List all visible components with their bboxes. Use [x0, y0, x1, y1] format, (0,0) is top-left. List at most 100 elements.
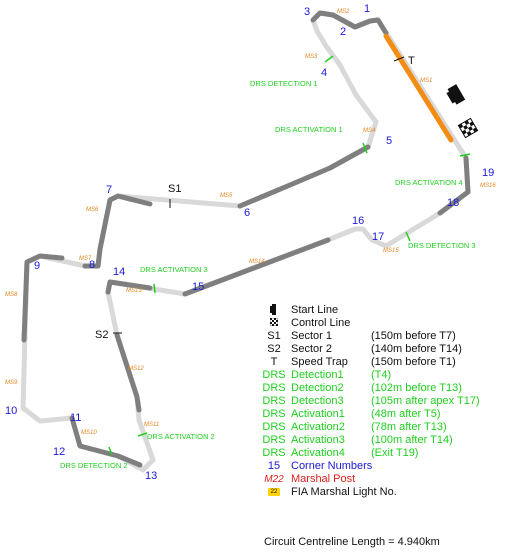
- legend-label: Activation1: [291, 408, 345, 420]
- marshal-post-15: MS15: [383, 248, 399, 254]
- corner-14: 14: [113, 266, 125, 278]
- marshal-post-10: MS10: [81, 430, 97, 436]
- drs-detection-2-label: DRS DETECTION 2: [60, 461, 128, 470]
- legend-symbol: 15: [267, 460, 281, 472]
- drs-activation-2-label: DRS ACTIVATION 2: [147, 432, 215, 441]
- corner-8: 8: [89, 259, 95, 271]
- legend-label: Activation2: [291, 421, 345, 433]
- track-dark-4: [21, 253, 65, 343]
- circuit-length: Circuit Centreline Length = 4.940km: [264, 536, 440, 548]
- marshal-post-12: MS12: [128, 366, 144, 372]
- drs-detection-3-label: DRS DETECTION 3: [408, 241, 476, 250]
- legend-note: (105m after apex T17): [371, 395, 480, 407]
- track-dark-1: [310, 10, 389, 36]
- legend-note: (150m before T1): [371, 356, 456, 368]
- legend-symbol: DRS: [262, 369, 286, 381]
- legend-note: (48m after T5): [371, 408, 441, 420]
- track-dark-6: [114, 332, 142, 413]
- legend-symbol: DRS: [262, 434, 286, 446]
- corner-11: 11: [70, 412, 81, 424]
- corner-1: 1: [364, 3, 370, 15]
- legend-symbol: S2: [267, 343, 281, 355]
- marshal-post-6: MS6: [86, 207, 99, 213]
- legend-label: Sector 2: [291, 343, 332, 355]
- legend-row-marshal-post: M22 Marshal Post: [260, 473, 510, 486]
- legend-row-drs-activation-4: DRS Activation4 (Exit T19): [260, 447, 510, 460]
- legend-symbol: T: [270, 356, 278, 368]
- marshal-post-2: MS2: [337, 9, 350, 15]
- marshal-post-1: MS1: [420, 78, 432, 84]
- start-line-icon: [260, 304, 288, 319]
- marshal-post-5: MS5: [220, 193, 233, 199]
- drs-activation-3-line: [153, 283, 156, 294]
- marshal-post-14: MS14: [249, 259, 265, 265]
- speed-trap-line: [393, 56, 405, 62]
- marshal-post-13: MS13: [126, 288, 142, 294]
- legend-row-drs-detection-2: DRS Detection2 (102m before T13): [260, 382, 510, 395]
- corner-10: 10: [5, 405, 17, 417]
- corner-9: 9: [34, 260, 40, 272]
- legend-label: Control Line: [291, 317, 351, 329]
- drs-activation-4-label: DRS ACTIVATION 4: [395, 178, 463, 187]
- legend-label: Activation3: [291, 434, 345, 446]
- legend-symbol: DRS: [262, 395, 286, 407]
- drs-activation-2-line: [137, 432, 148, 437]
- legend-row-drs-activation-1: DRS Activation1 (48m after T5): [260, 408, 510, 421]
- legend-row-drs-detection-3: DRS Detection3 (105m after apex T17): [260, 395, 510, 408]
- legend-label: Detection2: [291, 382, 344, 394]
- legend-label: Marshal Post: [291, 473, 356, 485]
- legend-symbol: S1: [267, 330, 281, 342]
- corner-4: 4: [321, 67, 327, 79]
- legend-symbol: DRS: [262, 447, 286, 459]
- drs-labels: DRS DETECTION 1 DRS ACTIVATION 1 DRS ACT…: [60, 79, 476, 470]
- legend-label: Speed Trap: [291, 356, 348, 368]
- marshal-post-9: MS9: [5, 380, 18, 386]
- legend-note: (100m after T14): [371, 434, 453, 446]
- legend-note: (Exit T19): [371, 447, 419, 459]
- legend-row-drs-detection-1: DRS Detection1 (T4): [260, 369, 510, 382]
- track-dark-9: [105, 279, 153, 295]
- corner-19: 19: [482, 167, 494, 179]
- drs-activation-1-line: [362, 142, 368, 154]
- drs-detection-3-line: [405, 231, 411, 242]
- track-dark-2: [237, 144, 371, 209]
- legend-label: FIA Marshal Light No.: [291, 486, 397, 498]
- legend-row-drs-activation-2: DRS Activation2 (78m after T13): [260, 421, 510, 434]
- speed-trap-label: T: [408, 55, 415, 67]
- legend-label: Sector 1: [291, 330, 332, 342]
- sector-1-label: S1: [168, 183, 181, 195]
- marshal-post-16: MS16: [480, 183, 496, 189]
- corner-numbers: 1 2 3 4 5 6 7 8 9 10 11 12 13 14 15 16 1…: [5, 3, 494, 482]
- legend-label: Detection1: [291, 369, 344, 381]
- legend-row-sector-1: S1 Sector 1 (150m before T7): [260, 330, 510, 343]
- map-legend: Start Line Control Line S1 Sector 1 (150…: [260, 304, 510, 499]
- legend-note: (150m before T7): [371, 330, 456, 342]
- corner-12: 12: [53, 446, 65, 458]
- control-line-icon: [457, 117, 479, 139]
- legend-note: (140m before T14): [371, 343, 462, 355]
- legend-row-drs-activation-3: DRS Activation3 (100m after T14): [260, 434, 510, 447]
- legend-label: Detection3: [291, 395, 344, 407]
- drs-lines: [108, 55, 471, 456]
- track-dark-3: [82, 193, 153, 269]
- legend-symbol: 22: [260, 486, 288, 499]
- corner-18: 18: [447, 197, 459, 209]
- legend-row-marshal-light: 22 FIA Marshal Light No.: [260, 486, 510, 499]
- sector-2-label: S2: [95, 329, 108, 341]
- drs-activation-3-label: DRS ACTIVATION 3: [140, 265, 208, 274]
- corner-15: 15: [192, 281, 204, 293]
- marshal-post-7: MS7: [79, 256, 92, 262]
- legend-label: Start Line: [291, 304, 339, 316]
- corner-5: 5: [386, 135, 392, 147]
- drs-detection-2-line: [108, 446, 113, 456]
- legend-row-start-line: Start Line: [260, 304, 510, 317]
- legend-row-control-line: Control Line: [260, 317, 510, 330]
- corner-3: 3: [304, 6, 310, 18]
- corner-7: 7: [106, 184, 112, 196]
- marshal-post-3: MS3: [305, 54, 318, 60]
- corner-17: 17: [372, 231, 384, 243]
- marshal-post-11: MS11: [144, 422, 159, 428]
- track-dark-7: [182, 237, 331, 297]
- legend-note: (78m after T13): [371, 421, 447, 433]
- marshal-light-badge: 22: [267, 488, 281, 497]
